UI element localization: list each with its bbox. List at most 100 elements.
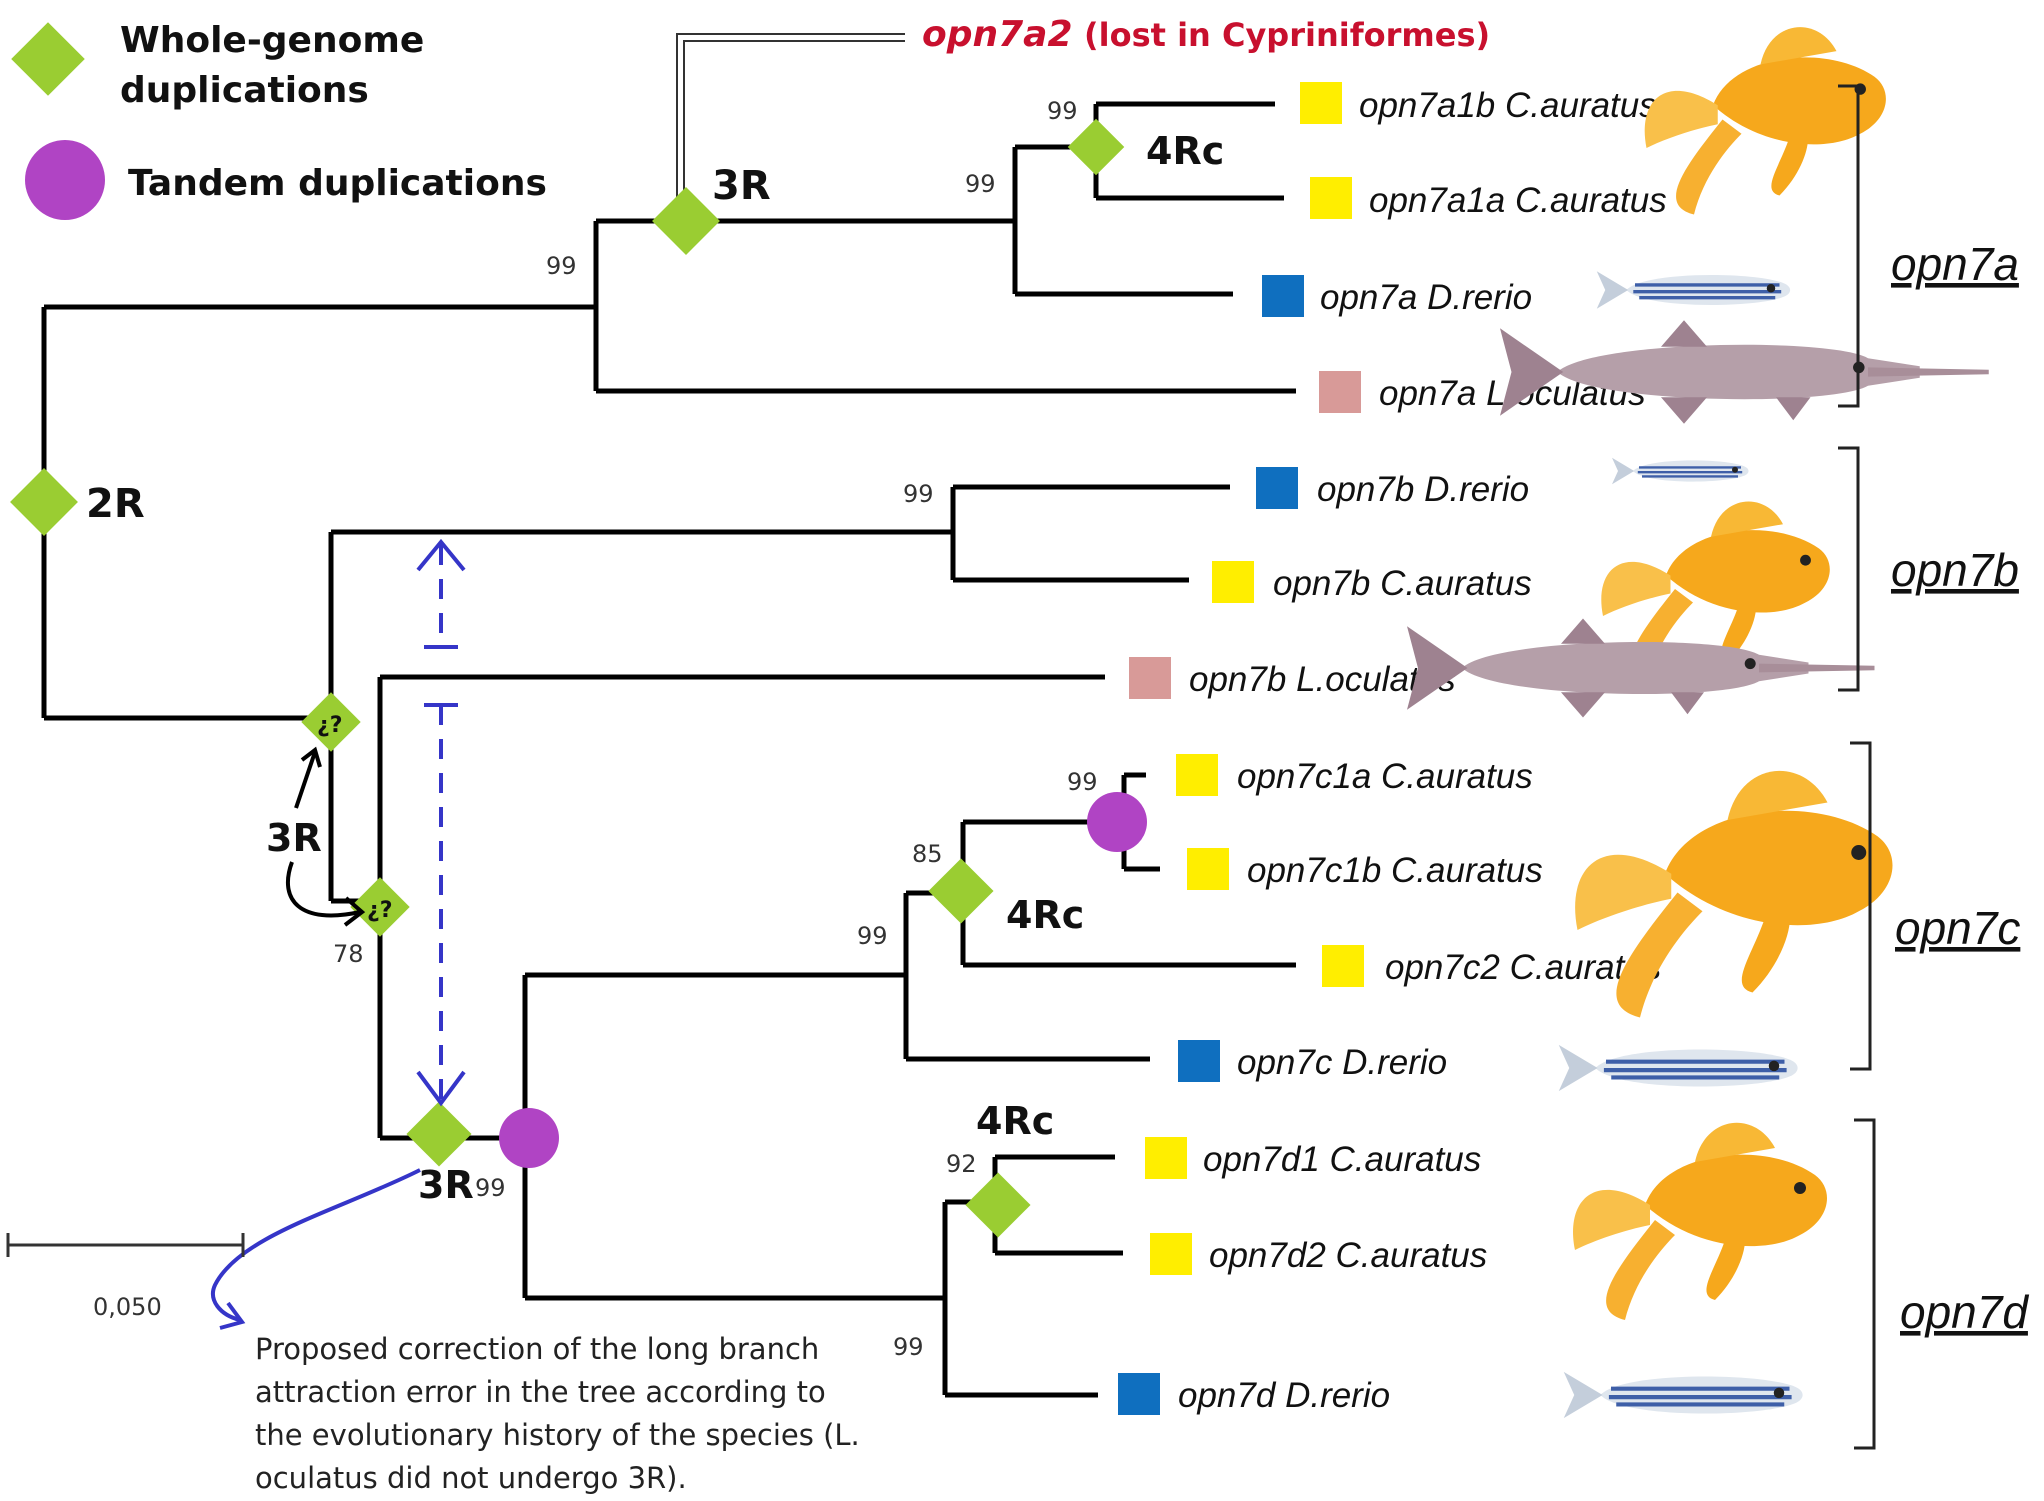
leaf-label: opn7c1a C.auratus [1237,757,1533,796]
lost-gene-note: (lost in Cypriniformes) [1084,16,1490,54]
species-square-d-rerio [1118,1373,1160,1415]
zebrafish-icon [1610,456,1750,486]
wgd-3r-opn7cd-marker [406,1101,472,1167]
clade-bracket-opn7b [1838,446,1860,692]
uncertain-arrow-down-head [343,896,366,927]
event-label-4rc-opn7d: 4Rc [976,1099,1054,1143]
leaf-label: opn7b D.rerio [1317,470,1529,509]
wgd-4rc-opn7a1-marker [1067,118,1125,176]
support-opn7a-cyp: 99 [965,170,996,198]
leaf-label: opn7c1b C.auratus [1247,851,1543,890]
leaf-squares [1118,82,1364,1415]
legend-wgd-icon [11,22,85,96]
uncertain-arrow-down [286,861,361,918]
uncertain-arrow-up-head [300,746,322,768]
legend-tandem-label: Tandem duplications [128,163,547,204]
tree-branches [41,101,1296,1398]
zebrafish-icon [1559,1045,1798,1091]
leaf-label: opn7d1 C.auratus [1203,1140,1481,1179]
tandem-opn7c1-marker [1087,792,1147,852]
correction-note-line-3: the evolutionary history of the species … [255,1418,860,1452]
clade-brackets [1838,84,1876,1450]
species-square-c-auratus [1187,848,1229,890]
legend-tandem-icon [25,140,105,220]
correction-note-arrow-head [219,1301,246,1330]
correction-arrow-down-head [416,1070,466,1107]
event-label-4rc-opn7c: 4Rc [1006,893,1084,937]
leaf-label: opn7a D.rerio [1320,278,1532,317]
clade-bracket-opn7a [1838,84,1860,408]
wgd-2r-marker [10,468,78,536]
leaf-label: opn7d D.rerio [1178,1376,1390,1415]
species-square-c-auratus [1212,561,1254,603]
lost-gene-name: opn7a2 [922,14,1073,55]
wgd-uncertain-marker-1 [301,692,361,752]
species-square-c-auratus [1300,82,1342,124]
correction-note-arrow [211,1168,421,1322]
uncertain-mark-1: ¿? [317,713,343,738]
clade-label-opn7d: opn7d [1900,1286,2029,1338]
zebrafish-icon [1595,269,1792,311]
species-square-d-rerio [1256,467,1298,509]
leaf-label: opn7d2 C.auratus [1209,1236,1487,1275]
support-opn7bcd: 78 [333,940,364,968]
uncertain-arrow-up [294,751,317,809]
support-opn7cd: 99 [475,1174,506,1202]
legend-wgd-label-2: duplications [120,70,369,111]
lost-gene-connector [676,33,905,218]
leaf-label: opn7b C.auratus [1273,564,1532,603]
support-opn7b: 99 [903,480,934,508]
event-label-4rc-opn7a1: 4Rc [1146,129,1224,173]
clade-bracket-opn7c [1850,741,1872,1071]
support-opn7a1: 99 [1047,97,1078,125]
lost-gene-connector-inner [683,40,905,218]
legend-wgd-label: Whole-genome [120,20,424,61]
support-opn7d: 99 [893,1333,924,1361]
clade-label-opn7a: opn7a [1891,238,2019,290]
support-opn7d-cyp: 92 [946,1150,977,1178]
species-square-c-auratus [1322,945,1364,987]
correction-note-line-2: attraction error in the tree according t… [255,1375,826,1409]
scale-bar-label: 0,050 [93,1293,162,1321]
support-opn7c: 99 [857,922,888,950]
support-opn7c-cyp: 85 [912,840,943,868]
scale-bar [6,1233,245,1257]
uncertain-mark-2: ¿? [367,898,393,923]
goldfish-icon [1644,27,1886,215]
event-label-2r: 2R [86,481,145,527]
gar-icon [1407,618,1875,718]
species-square-d-rerio [1262,275,1304,317]
wgd-4rc-opn7c-marker [928,858,994,924]
correction-arrow-up-head [416,538,466,572]
support-opn7a: 99 [546,252,577,280]
species-square-l-oculatus [1129,657,1171,699]
event-label-3r-uncertain: 3R [266,816,322,860]
tandem-opn7cd-marker [499,1108,559,1168]
goldfish-icon [1575,770,1893,1018]
species-square-c-auratus [1310,177,1352,219]
species-square-d-rerio [1178,1040,1220,1082]
species-square-l-oculatus [1319,371,1361,413]
wgd-4rc-opn7d-marker [965,1172,1031,1238]
species-square-c-auratus [1176,754,1218,796]
goldfish-icon [1573,1122,1827,1320]
fish-illustrations [1407,27,1989,1418]
event-label-3r-opn7a: 3R [712,163,771,209]
clade-bracket-opn7d [1854,1118,1876,1450]
correction-arrows [211,538,466,1330]
clade-label-opn7b: opn7b [1891,544,2019,596]
leaf-label: opn7a1b C.auratus [1359,86,1657,125]
leaf-label: opn7a1a C.auratus [1369,181,1667,220]
species-square-c-auratus [1145,1137,1187,1179]
correction-note-line-4: oculatus did not undergo 3R). [255,1461,687,1495]
leaf-labels: opn7a1b C.auratus opn7a1a C.auratus opn7… [1178,86,1667,1415]
leaf-label: opn7c D.rerio [1237,1043,1447,1082]
event-label-3r-opn7cd: 3R [418,1163,474,1207]
zebrafish-icon [1564,1372,1803,1418]
support-opn7c1: 99 [1067,768,1098,796]
wgd-uncertain-marker-2 [350,877,410,937]
wgd-3r-opn7a-marker [652,187,720,255]
clade-label-opn7c: opn7c [1895,902,2020,954]
species-square-c-auratus [1150,1233,1192,1275]
